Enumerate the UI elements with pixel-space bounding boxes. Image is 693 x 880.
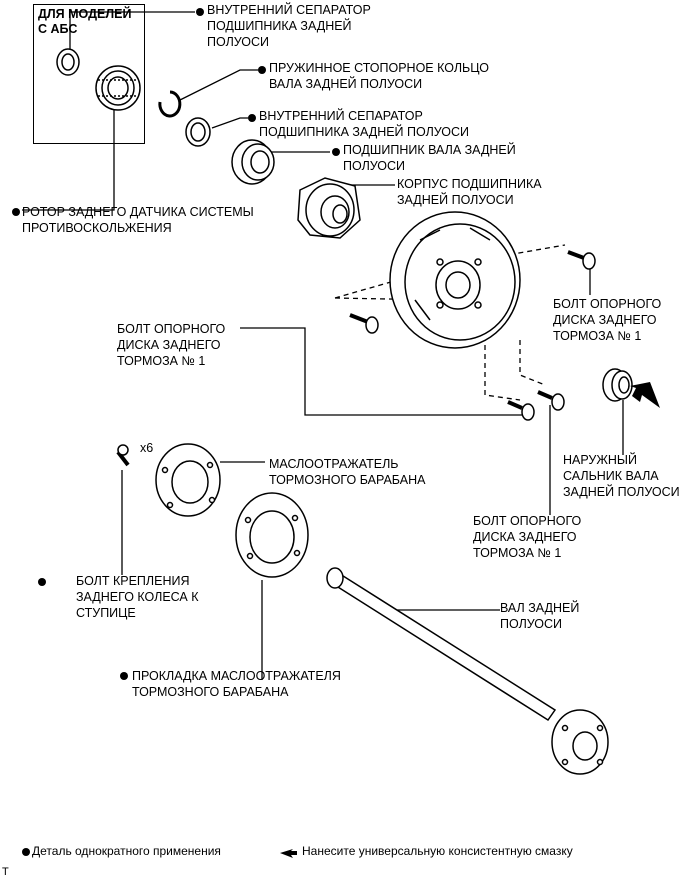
backing-plate-part <box>389 211 521 349</box>
legend-non-reusable: Деталь однократного применения <box>32 844 221 858</box>
abs-models-title: ДЛЯ МОДЕЛЕЙ С АБС <box>38 7 132 36</box>
label-bearing: ПОДШИПНИК ВАЛА ЗАДНЕЙ ПОЛУОСИ <box>343 143 516 173</box>
abs-sensor-ring <box>56 48 80 76</box>
non-reusable-dot <box>38 578 46 586</box>
non-reusable-dot <box>120 672 128 680</box>
label-outer-seal: НАРУЖНЫЙ САЛЬНИК ВАЛА ЗАДНЕЙ ПОЛУОСИ <box>563 453 680 499</box>
leader-inner-separator-2 <box>211 117 248 129</box>
label-deflector: МАСЛООТРАЖАТЕЛЬ ТОРМОЗНОГО БАРАБАНА <box>269 457 426 487</box>
leader-snap-ring <box>179 69 258 101</box>
gasket-part <box>235 492 309 578</box>
non-reusable-dot <box>12 208 20 216</box>
outer-seal-part <box>602 368 633 402</box>
non-reusable-dot <box>258 66 266 74</box>
label-bolt-left: БОЛТ ОПОРНОГО ДИСКА ЗАДНЕГО ТОРМОЗА № 1 <box>117 322 226 368</box>
label-hub-bolt: БОЛТ КРЕПЛЕНИЯ ЗАДНЕГО КОЛЕСА К СТУПИЦЕ <box>76 574 199 620</box>
label-abs-rotor: РОТОР ЗАДНЕГО ДАТЧИКА СИСТЕМЫ ПРОТИВОСКО… <box>22 205 254 235</box>
snap-ring-part <box>158 90 182 118</box>
label-inner-separator-top: ВНУТРЕННИЙ СЕПАРАТОР ПОДШИПНИКА ЗАДНЕЙ П… <box>207 3 371 49</box>
label-bearing-case: КОРПУС ПОДШИПНИКА ЗАДНЕЙ ПОЛУОСИ <box>397 177 542 207</box>
label-bolt-bottom: БОЛТ ОПОРНОГО ДИСКА ЗАДНЕГО ТОРМОЗА № 1 <box>473 514 582 560</box>
abs-rotor-part <box>95 65 141 111</box>
deflector-part <box>155 443 221 517</box>
corner-mark: T <box>2 866 9 878</box>
label-axle-shaft: ВАЛ ЗАДНЕЙ ПОЛУОСИ <box>500 601 580 631</box>
non-reusable-dot <box>332 148 340 156</box>
leader-abs-rotor <box>22 92 115 211</box>
non-reusable-dot <box>248 114 256 122</box>
label-x6: x6 <box>140 441 154 455</box>
label-bolt-right: БОЛТ ОПОРНОГО ДИСКА ЗАДНЕГО ТОРМОЗА № 1 <box>553 297 662 343</box>
legend-grease: Нанесите универсальную консистентную сма… <box>302 844 573 858</box>
backing-plate-bolts <box>116 250 596 467</box>
grease-arrow <box>630 382 660 408</box>
legend-non-reusable-dot <box>22 848 30 856</box>
inner-separator-part <box>185 117 211 147</box>
non-reusable-dot <box>196 8 204 16</box>
axle-shaft-part <box>326 567 609 775</box>
leader-inner-separator-top <box>69 11 195 58</box>
abs-models-box: ДЛЯ МОДЕЛЕЙ С АБС <box>33 4 145 144</box>
leader-bolt-left <box>240 327 525 416</box>
bearing-part <box>231 139 275 185</box>
label-snap-ring: ПРУЖИННОЕ СТОПОРНОЕ КОЛЬЦО ВАЛА ЗАДНЕЙ П… <box>269 61 489 91</box>
label-inner-separator-2: ВНУТРЕННИЙ СЕПАРАТОР ПОДШИПНИКА ЗАДНЕЙ П… <box>259 109 470 139</box>
legend-grease-arrow <box>280 849 297 858</box>
label-gasket: ПРОКЛАДКА МАСЛООТРАЖАТЕЛЯ ТОРМОЗНОГО БАР… <box>132 669 341 699</box>
bearing-case-part <box>297 177 361 239</box>
